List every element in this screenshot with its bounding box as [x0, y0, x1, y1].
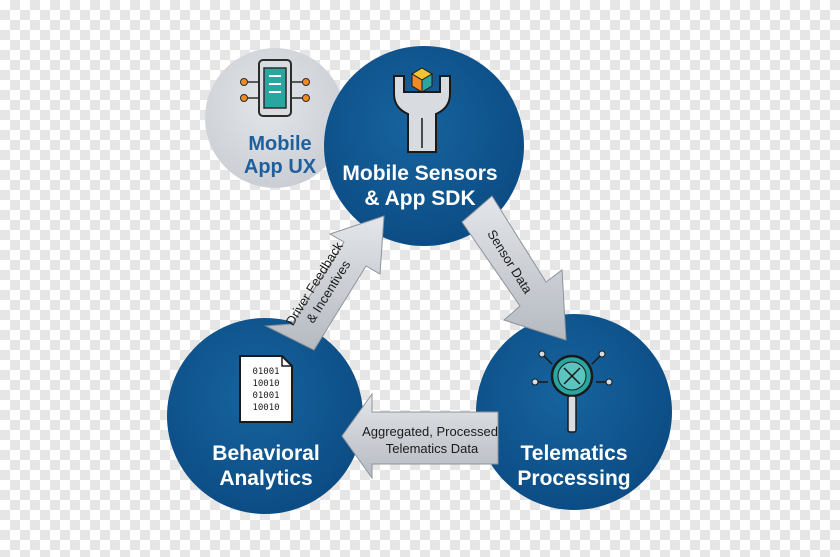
arrow-aggregated-data: Aggregated, Processed Telematics Data	[341, 392, 499, 480]
svg-text:10010: 10010	[252, 403, 279, 413]
behavioral-label-line1: Behavioral	[212, 442, 319, 465]
node-mobile-sensors: Mobile Sensors & App SDK	[324, 46, 524, 246]
node-behavioral-analytics: 01001 10010 01001 10010 Behavioral Analy…	[167, 318, 363, 514]
arrow-sensor-data: Sensor Data	[461, 195, 567, 341]
mobile-sensors-label-line1: Mobile Sensors	[342, 162, 497, 185]
mobile-app-ux-label-line2: App UX	[244, 156, 317, 178]
svg-text:01001: 01001	[252, 367, 279, 377]
arrow-driver-feedback: Driver Feedback & Incentives	[264, 215, 385, 351]
node-telematics-processing: Telematics Processing	[476, 314, 672, 510]
telematics-label-line2: Processing	[517, 467, 630, 490]
behavioral-label-line2: Analytics	[219, 467, 312, 490]
telematics-label-line1: Telematics	[521, 442, 628, 465]
node-mobile-app-ux: Mobile App UX	[205, 48, 345, 188]
wrench-cube-icon	[393, 67, 451, 153]
svg-text:10010: 10010	[252, 379, 279, 389]
mobile-app-ux-label-line1: Mobile	[248, 133, 311, 155]
binary-document-icon: 01001 10010 01001 10010	[239, 355, 293, 423]
svg-text:01001: 01001	[252, 391, 279, 401]
mobile-app-ux-circle	[205, 48, 345, 188]
arrow-aggregated-label-line1: Aggregated, Processed	[362, 424, 498, 439]
smartphone-circuit-icon	[240, 59, 310, 117]
arrow-aggregated-label-line2: Telematics Data	[386, 441, 479, 456]
mobile-sensors-label-line2: & App SDK	[364, 187, 475, 210]
magnifier-network-icon	[531, 350, 613, 433]
